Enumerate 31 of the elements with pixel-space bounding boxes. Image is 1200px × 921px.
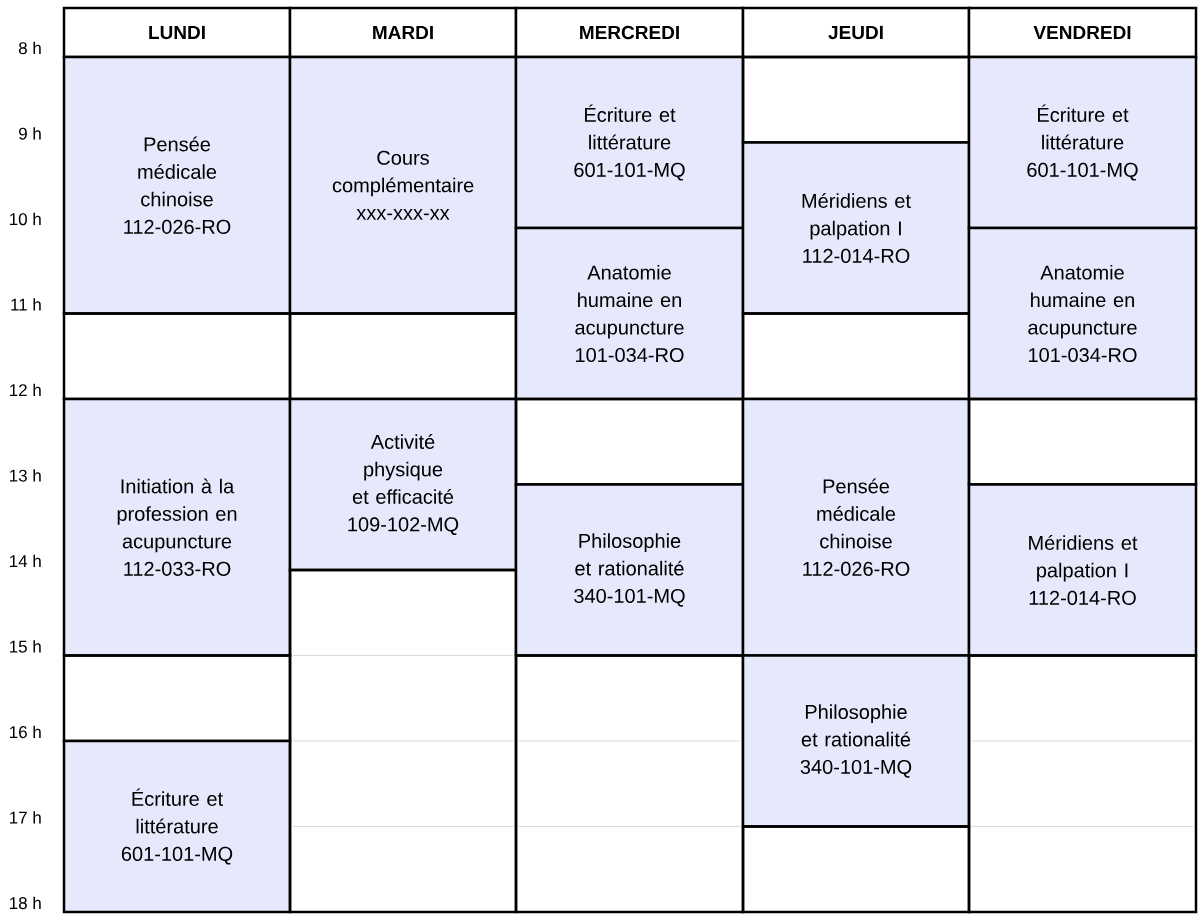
- hour-label: 14 h: [10, 554, 41, 567]
- course-block: Pensée médicale chinoise 112-026-RO: [62, 55, 292, 315]
- course-block: Anatomie humaine en acupuncture 101-034-RO: [967, 226, 1198, 401]
- course-block: Initiation à la profession en acupuncture 112-033-RO: [62, 397, 292, 657]
- hour-label: 8 h: [18, 41, 41, 55]
- day-header: LUNDI: [62, 6, 292, 59]
- hour-label: 18 h: [10, 896, 41, 910]
- hour-label: 11 h: [11, 298, 41, 311]
- course-block: Écriture et littérature 601-101-MQ: [967, 55, 1198, 230]
- hour-label: 16 h: [10, 725, 41, 739]
- hour-label: 9 h: [19, 127, 41, 140]
- course-block: Écriture et littérature 601-101-MQ: [514, 55, 745, 230]
- course-block: Pensée médicale chinoise 112-026-RO: [741, 397, 971, 657]
- hour-label: 12 h: [10, 383, 41, 396]
- day-header: MARDI: [288, 6, 518, 59]
- course-block: Écriture et littérature 601-101-MQ: [62, 739, 292, 914]
- hour-label: 13 h: [10, 469, 41, 482]
- course-block: Activité physique et efficacité 109-102-MQ: [288, 397, 518, 572]
- course-block: Méridiens et palpation I 112-014-RO: [741, 141, 971, 315]
- course-block: Cours complémentaire xxx-xxx-xx: [288, 55, 518, 315]
- course-block: Anatomie humaine en acupuncture 101-034-RO: [514, 226, 745, 401]
- course-block: Philosophie et rationalité 340-101-MQ: [514, 483, 745, 657]
- hour-label: 15 h: [10, 640, 41, 653]
- hour-label: 17 h: [10, 811, 41, 824]
- empty-slot: [741, 825, 971, 914]
- day-header: MERCREDI: [514, 6, 745, 59]
- course-block: Philosophie et rationalité 340-101-MQ: [741, 654, 971, 828]
- hour-label: 10 h: [10, 212, 41, 226]
- course-block: Méridiens et palpation I 112-014-RO: [967, 483, 1198, 657]
- day-header: VENDREDI: [967, 6, 1198, 59]
- day-header: JEUDI: [741, 6, 971, 59]
